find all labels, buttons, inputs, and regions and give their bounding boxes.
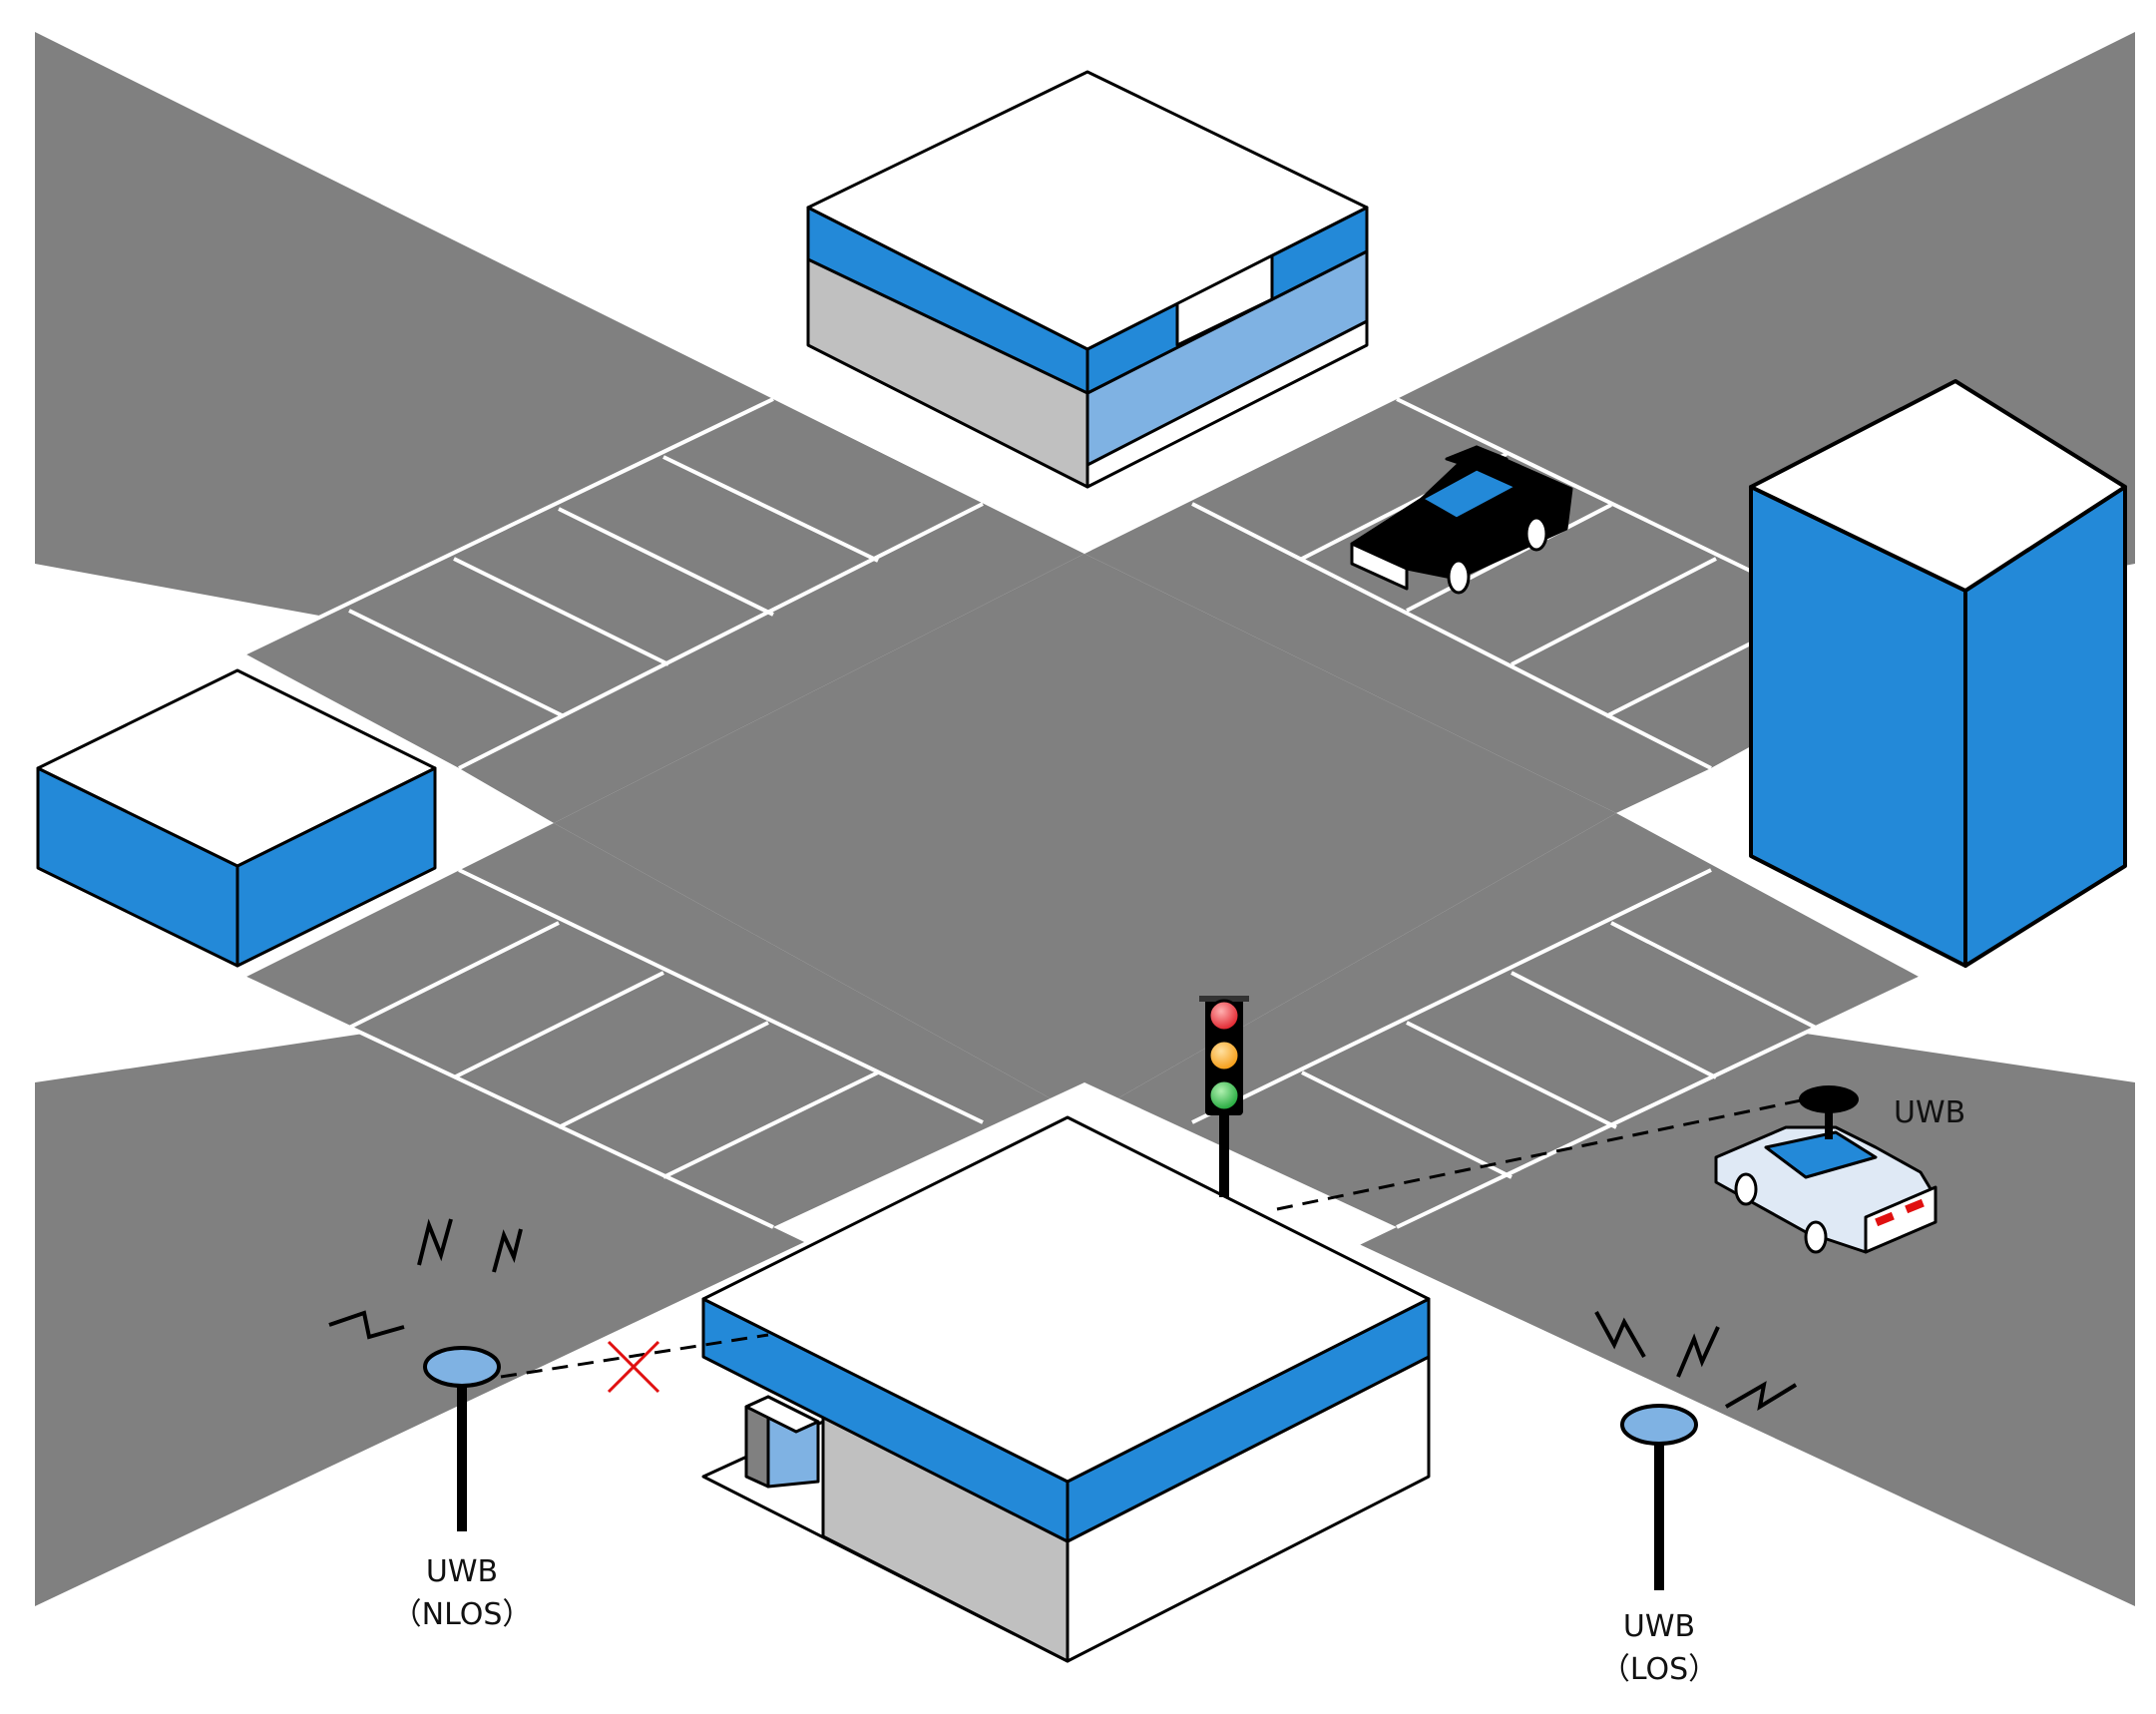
crosswalk-south-east [1191,868,1922,1229]
intersection-fill-south-west [244,768,1084,1227]
vehicle-antenna-disc [1799,1085,1859,1113]
nlos-link [500,1333,769,1379]
intersection-center [554,554,1616,1117]
antenna-icon-nlos [423,1346,501,1531]
nlos-antenna-disc [423,1346,501,1388]
traffic-light-red-lamp [1207,999,1241,1033]
traffic-light-orange-lamp [1207,1039,1241,1072]
tower-roof [1749,379,2127,593]
signal-wave-icon-los [1594,1311,1798,1412]
traffic-light-pole [1219,1107,1229,1197]
black-car-windshield [1420,467,1518,521]
building-east-tower [1749,379,2127,968]
crosswalk-south-west [243,868,984,1229]
nlos-antenna-label-line1: UWB [426,1554,498,1589]
black-car-roof [1445,445,1509,471]
los-antenna-pole [1654,1439,1664,1590]
white-car-front-wheel [1734,1172,1758,1206]
los-link-vehicle [1276,1097,1807,1211]
building-south-shop [701,1115,1431,1663]
shop-south-roof [701,1115,1431,1484]
building-north-shop [806,70,1369,489]
white-car-rear-wheel [1804,1220,1828,1254]
black-car-front-bumper [1350,542,1409,591]
white-car-tail-light-right [1905,1198,1925,1214]
crosswalk-north-west [243,397,984,770]
antenna-icon-vehicle [1799,1085,1859,1139]
traffic-light-icon [1199,996,1249,1197]
traffic-light-green-lamp [1207,1078,1241,1112]
intersection-fill-south-east [1084,768,1921,1227]
traffic-light-visor [1199,996,1249,1002]
los-antenna-label-line2: （LOS） [1600,1652,1718,1687]
los-antenna-label-line1: UWB [1623,1609,1695,1644]
intersection-fill-east [1084,399,1921,813]
west-block-roof [36,668,437,868]
black-car-front-wheel [1447,559,1471,595]
vehicle-antenna-label: UWB [1894,1095,1965,1130]
vehicle-antenna-mast [1825,1107,1833,1139]
car-icon-black [1350,445,1573,595]
building-west-block [36,668,437,968]
blocked-signal-icon [607,1340,660,1394]
nlos-antenna-pole [457,1382,467,1531]
signal-wave-icon-nlos [328,1218,523,1340]
car-icon-white [1714,1125,1938,1254]
black-car-rear-wheel [1524,516,1548,552]
vending-machine-top [744,1395,820,1434]
los-antenna-disc [1620,1404,1698,1446]
white-car-tail-light-left [1875,1211,1895,1227]
intersection-fill-west [244,399,1084,823]
nlos-antenna-label-line2: （NLOS） [392,1597,533,1632]
antenna-icon-los [1620,1404,1698,1590]
white-car-windshield [1764,1130,1878,1179]
shop-north-roof [806,70,1369,351]
